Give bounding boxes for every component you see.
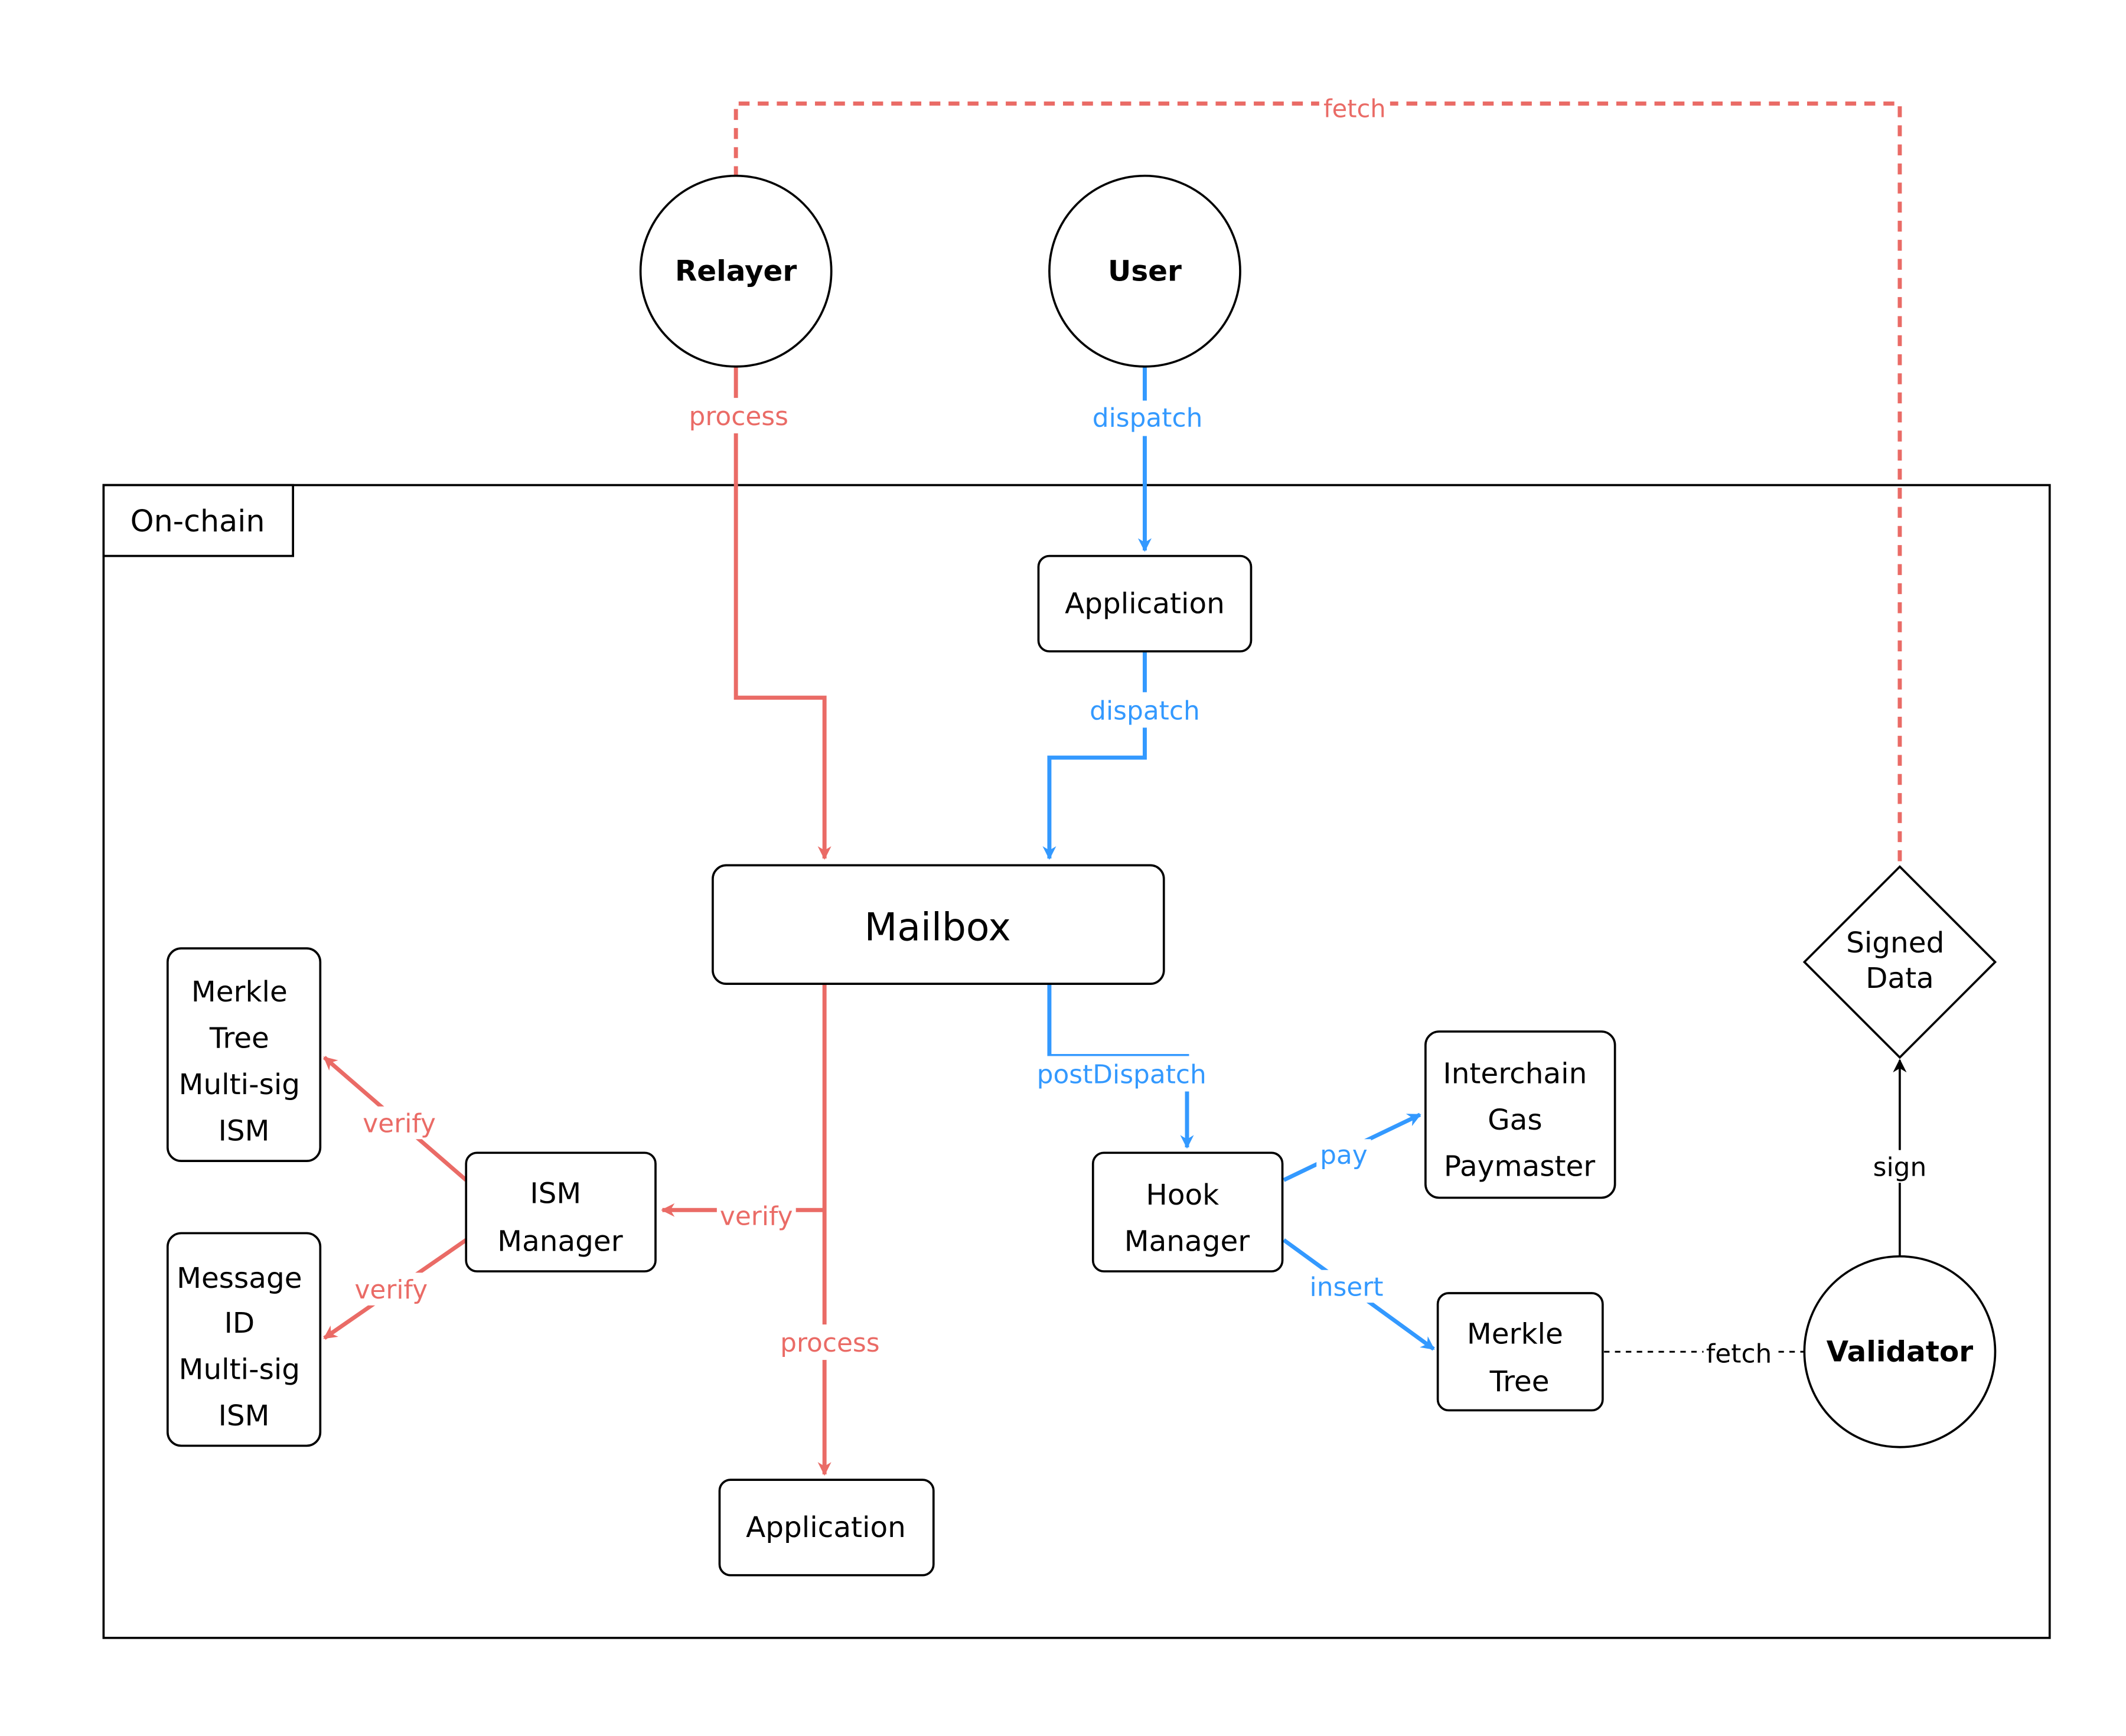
interchain-gas-paymaster-node: Interchain Gas Paymaster [1424, 1030, 1616, 1199]
hook-manager-node: Hook Manager [1091, 1151, 1284, 1272]
container-label: On-chain [131, 504, 265, 539]
edge-label-fetch-top: fetch [1323, 94, 1386, 123]
edge-label-ism-verify-merkle: verify [363, 1109, 436, 1139]
hook-manager-line-1: Hook [1146, 1179, 1219, 1212]
edge-sign: sign [1870, 1059, 1933, 1257]
on-chain-container: On-chain [102, 484, 2051, 1639]
ism-manager-line-2: Manager [497, 1225, 622, 1258]
edge-label-sign: sign [1873, 1153, 1927, 1183]
igp-line-2: Gas [1488, 1104, 1542, 1137]
edge-label-post-dispatch: postDispatch [1037, 1060, 1207, 1090]
hook-manager-line-2: Manager [1124, 1225, 1250, 1258]
edge-user-dispatch: dispatch [1090, 366, 1205, 552]
merkle-tree-multisig-ism-node: Merkle Tree Multi-sig ISM [167, 947, 322, 1162]
merkle-tree-line-1: Merkle [1467, 1317, 1563, 1350]
message-id-multisig-ism-node: Message ID Multi-sig ISM [167, 1232, 322, 1447]
edge-label-pay: pay [1320, 1140, 1368, 1170]
svg-text:Message ID Multi-s: Message ID Multi-sig ISM [177, 1262, 311, 1432]
ism-manager-line-1: ISM [530, 1177, 581, 1210]
merkle-tree-node: Merkle Tree [1436, 1292, 1604, 1412]
edge-label-user-dispatch: dispatch [1093, 403, 1203, 433]
message-ism-line-4: ISM [219, 1399, 270, 1432]
edge-label-relayer-process: process [689, 402, 788, 432]
message-ism-line-1: Message [177, 1262, 302, 1295]
merkle-ism-line-3: Multi-sig [179, 1068, 300, 1101]
edge-label-app-dispatch: dispatch [1090, 696, 1200, 726]
message-ism-line-2: ID [224, 1307, 255, 1340]
edge-post-dispatch: postDispatch [1033, 984, 1211, 1149]
edge-relayer-process: process [681, 366, 832, 860]
svg-text:Merkle Tree: Merkle Tree [1467, 1317, 1572, 1398]
signed-data-line-1: Signed [1846, 926, 1944, 960]
svg-text:Interchain Gas Pay: Interchain Gas Paymaster [1443, 1058, 1596, 1183]
edge-fetch-top: fetch [733, 92, 1902, 867]
application-top-label: Application [1065, 587, 1225, 620]
svg-text:Signed Data: Signed Data [1846, 926, 1954, 995]
signed-data-node: Signed Data [1802, 865, 1997, 1059]
edge-label-validator-fetch: fetch [1706, 1339, 1772, 1369]
user-label: User [1108, 254, 1182, 288]
mailbox-label: Mailbox [865, 905, 1011, 949]
application-top-node: Application [1037, 554, 1253, 652]
edge-mailbox-process: process [774, 984, 886, 1476]
edge-mailbox-verify: verify [661, 1199, 825, 1232]
relayer-label: Relayer [675, 254, 797, 288]
edge-label-mailbox-process: process [780, 1328, 879, 1358]
user-node: User [1048, 174, 1241, 368]
edge-validator-fetch: fetch [1604, 1338, 1806, 1369]
application-bottom-label: Application [746, 1511, 906, 1544]
edge-label-mailbox-verify: verify [720, 1202, 793, 1232]
message-ism-line-3: Multi-sig [179, 1353, 300, 1386]
merkle-tree-line-2: Tree [1489, 1365, 1550, 1398]
merkle-ism-line-4: ISM [219, 1115, 270, 1148]
relayer-node: Relayer [639, 174, 833, 368]
merkle-ism-line-1: Merkle [191, 975, 288, 1009]
edge-label-ism-verify-message: verify [354, 1275, 428, 1305]
validator-node: Validator [1803, 1255, 1997, 1448]
edge-insert: insert [1282, 1238, 1435, 1351]
validator-label: Validator [1827, 1335, 1974, 1368]
igp-line-3: Paymaster [1444, 1150, 1595, 1183]
ism-manager-node: ISM Manager [465, 1151, 657, 1272]
edge-ism-verify-merkle: verify [322, 1056, 468, 1182]
edge-label-insert: insert [1310, 1272, 1384, 1303]
svg-text:Merkle Tree Multi-: Merkle Tree Multi-sig ISM [179, 975, 309, 1147]
merkle-ism-line-2: Tree [209, 1022, 269, 1055]
edge-ism-verify-message: verify [323, 1238, 468, 1340]
svg-text:Hook Manager: Hook Manager [1124, 1179, 1250, 1258]
application-bottom-node: Application [718, 1479, 935, 1577]
igp-line-1: Interchain [1443, 1058, 1587, 1091]
mailbox-node: Mailbox [712, 864, 1165, 985]
edge-pay: pay [1283, 1112, 1421, 1182]
signed-data-line-2: Data [1866, 962, 1934, 995]
svg-text:ISM Manager: ISM Manager [497, 1177, 622, 1258]
edge-app-dispatch: dispatch [1042, 651, 1202, 860]
